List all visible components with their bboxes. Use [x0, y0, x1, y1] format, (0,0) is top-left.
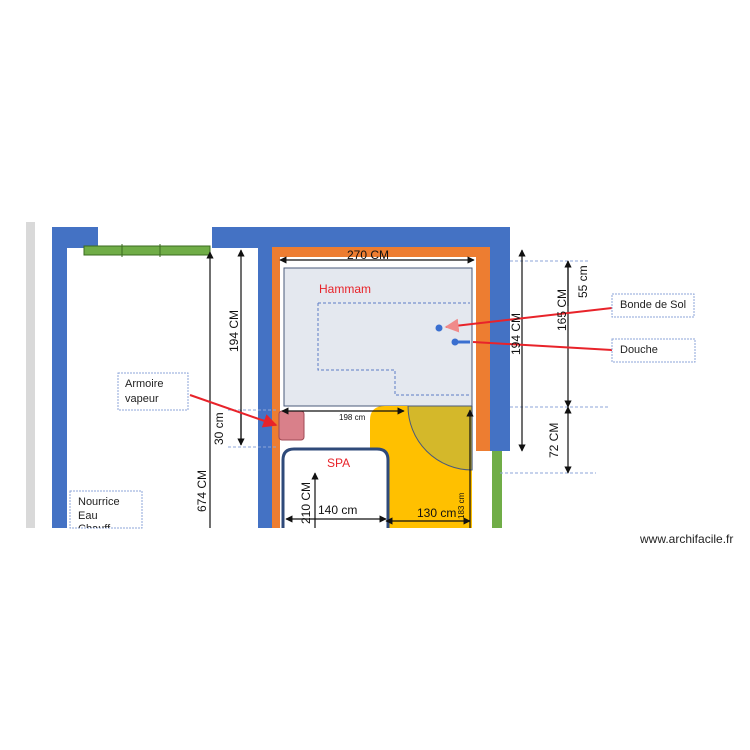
walls [52, 227, 510, 528]
dim-label-30: 30 cm [212, 412, 226, 445]
callout-box-armoire [117, 372, 189, 411]
wall-right [490, 227, 510, 451]
dim-label-55: 55 cm [576, 265, 590, 298]
dim-label-165: 165 CM [555, 289, 569, 331]
callout-box-nourrice [69, 490, 143, 529]
hammam-room [283, 267, 473, 407]
dim-label-198: 198 cm [339, 413, 366, 422]
page-margin-strip [26, 222, 35, 528]
callout-label-nourrice-3: Chauff... [78, 522, 119, 528]
callout-label-nourrice-2: Eau [78, 510, 98, 522]
wall-top [258, 227, 510, 247]
dim-label-140: 140 cm [318, 503, 357, 517]
callout-box-douche [611, 338, 696, 363]
dim-label-270: 270 CM [347, 248, 389, 262]
floor-drain [435, 324, 443, 332]
label-spa: SPA [327, 456, 350, 470]
dim-label-183: 183 cm [457, 492, 466, 519]
watermark: www.archifacile.fr [640, 532, 734, 546]
wall-mid-top [212, 227, 272, 248]
callout-label-douche: Douche [620, 344, 658, 356]
label-hammam: Hammam [319, 282, 371, 296]
wall-mid-vertical [258, 227, 272, 528]
dim-label-210: 210 CM [299, 482, 313, 524]
callout-arrows [189, 307, 613, 428]
callout-label-nourrice-1: Nourrice [78, 496, 120, 508]
dim-label-194-left: 194 CM [227, 310, 241, 352]
window-right [492, 451, 502, 528]
wall-left-vertical [52, 227, 67, 528]
callout-label-armoire-2: vapeur [125, 393, 159, 405]
armoire-vapeur [278, 410, 305, 441]
dim-label-674: 674 CM [195, 470, 209, 512]
window [83, 244, 211, 257]
hammam-insulation [272, 247, 490, 528]
dim-label-130: 130 cm [417, 506, 456, 520]
callout-label-armoire-1: Armoire [125, 378, 164, 390]
dim-label-194-right: 194 CM [509, 313, 523, 355]
spa-tub [281, 447, 390, 528]
dimension-lines [206, 249, 572, 528]
dim-label-72: 72 CM [547, 423, 561, 458]
callout-label-bonde: Bonde de Sol [620, 299, 687, 311]
callout-box-bonde [611, 293, 695, 318]
